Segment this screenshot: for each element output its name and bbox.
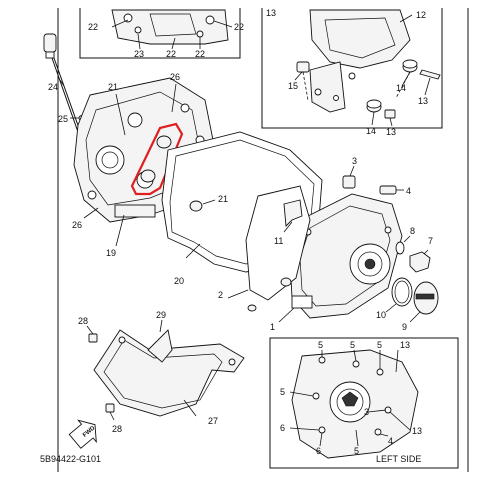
bracket — [283, 199, 303, 233]
inset-callout-5: 5 — [350, 340, 355, 350]
inset-box-left-side — [269, 337, 459, 469]
callout-13: 13 — [418, 96, 428, 106]
diagram-frame — [57, 8, 469, 472]
callout-12: 12 — [416, 10, 426, 20]
callout-4: 4 — [406, 186, 411, 196]
inset-callout-5: 5 — [280, 387, 285, 397]
inset-callout-4: 4 — [388, 436, 393, 446]
callout-24: 24 — [48, 82, 58, 92]
callout-22: 22 — [88, 22, 98, 32]
cover-bolt — [247, 277, 292, 312]
callout-28: 28 — [78, 316, 88, 326]
detail-box-top-right — [261, 8, 443, 129]
fwd-arrow — [68, 419, 97, 449]
callout-13: 13 — [266, 8, 276, 18]
callout-27: 27 — [208, 416, 218, 426]
dipstick — [43, 33, 81, 133]
inset-callout-5: 5 — [377, 340, 382, 350]
under-cover — [93, 329, 245, 417]
callout-29: 29 — [156, 310, 166, 320]
callout-19: 19 — [106, 248, 116, 258]
callout-3: 3 — [352, 156, 357, 166]
callout-22: 22 — [234, 22, 244, 32]
callout-labels: 22 22 22 22 23 13 12 24 21 26 25 15 14 1… — [48, 8, 433, 456]
callout-22: 22 — [166, 49, 176, 59]
inset-callout-13: 13 — [412, 426, 422, 436]
callout-2: 2 — [218, 290, 223, 300]
callout-28: 28 — [112, 424, 122, 434]
callout-7: 7 — [428, 236, 433, 246]
callout-23: 23 — [134, 49, 144, 59]
dowel-pin-right — [189, 199, 216, 212]
callout-25: 25 — [58, 114, 68, 124]
callout-14: 14 — [396, 83, 406, 93]
callout-20: 20 — [174, 276, 184, 286]
callout-22: 22 — [195, 49, 205, 59]
plug-parts — [385, 235, 439, 323]
callout-9: 9 — [402, 322, 407, 332]
inset-callout-3: 3 — [364, 407, 369, 417]
callout-1: 1 — [270, 322, 275, 332]
inset-title: LEFT SIDE — [376, 454, 421, 464]
under-bolts — [86, 319, 163, 421]
callout-8: 8 — [410, 226, 415, 236]
callout-11: 11 — [274, 236, 283, 246]
callout-14: 14 — [366, 126, 376, 136]
callout-21: 21 — [108, 82, 118, 92]
callout-21: 21 — [218, 194, 228, 204]
inset-callout-6: 6 — [316, 446, 321, 456]
crankcase-cover — [278, 193, 403, 323]
callout-26: 26 — [72, 220, 82, 230]
inset-callout-5: 5 — [318, 340, 323, 350]
detail-box-top-left — [79, 8, 241, 59]
callout-15: 15 — [288, 81, 298, 91]
callout-13: 13 — [386, 127, 396, 137]
inset-callout-6: 6 — [280, 423, 285, 433]
callout-26: 26 — [170, 72, 180, 82]
diagram-code: 5B94422-G101 — [40, 454, 101, 464]
inset-callout-5: 5 — [354, 446, 359, 456]
inset-callout-13: 13 — [400, 340, 410, 350]
callout-10: 10 — [376, 310, 386, 320]
oil-seal — [342, 165, 404, 195]
